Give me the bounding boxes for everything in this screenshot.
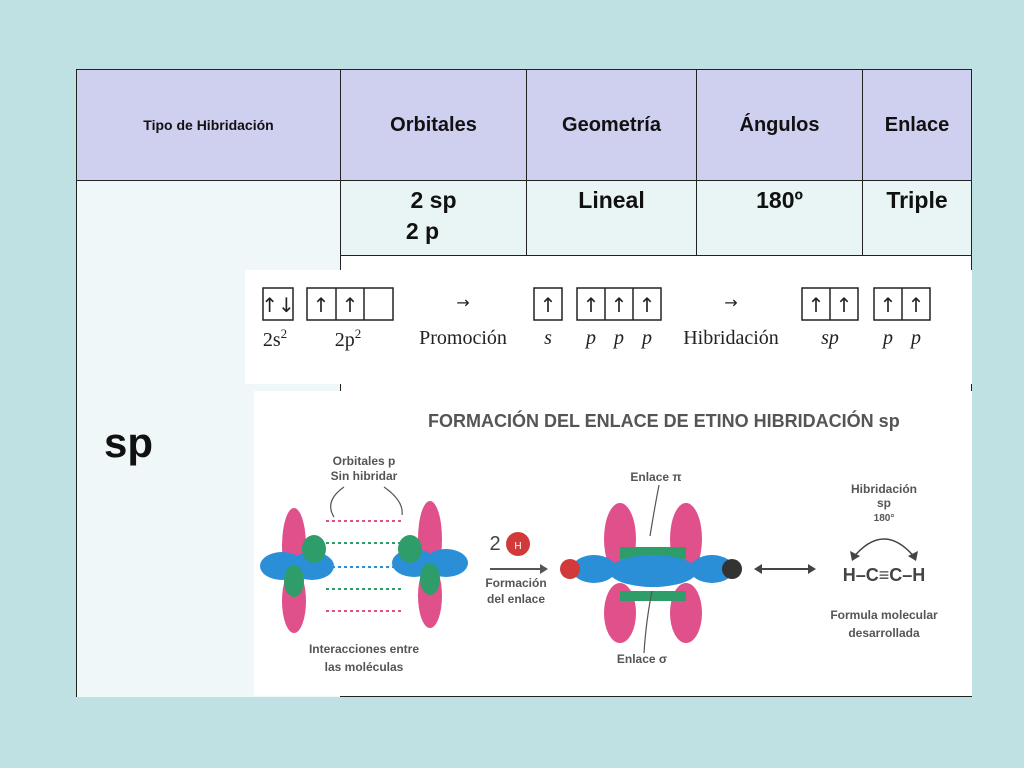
svg-text:Interacciones entre: Interacciones entre <box>309 642 419 656</box>
promotion-label: Promoción <box>419 327 507 349</box>
structural-formula: H–C≡C–H <box>843 565 926 585</box>
angulos-cell: 180º <box>697 181 863 256</box>
header-orbitales: Orbitales <box>341 70 527 181</box>
enlace-cell: Triple <box>863 181 971 256</box>
up-arrow-icon: ↑ <box>808 293 825 317</box>
svg-text:p: p <box>881 327 893 349</box>
orbitales-cell: 2 sp 2 p <box>341 181 527 256</box>
hydrogen-atom-icon <box>722 559 742 579</box>
hybridization-step-label: Hibridación <box>683 327 779 349</box>
up-arrow-icon: ↑ <box>313 293 330 317</box>
ethyne-molecule <box>560 503 742 643</box>
svg-text:Enlace σ: Enlace σ <box>617 652 667 666</box>
svg-text:Enlace π: Enlace π <box>630 470 681 484</box>
orbitales-line-1: 2 sp <box>410 187 457 213</box>
up-arrow-icon: ↑ <box>611 293 628 317</box>
ethyne-formation-diagram: FORMACIÓN DEL ENLACE DE ETINO HIBRIDACIÓ… <box>254 391 972 696</box>
up-arrow-icon: ↑ <box>639 293 656 317</box>
svg-text:del enlace: del enlace <box>487 592 545 606</box>
hydrogen-atom-icon <box>506 532 530 556</box>
svg-text:Hibridación: Hibridación <box>851 482 917 496</box>
svg-text:2s2: 2s2 <box>263 326 287 351</box>
svg-text:p: p <box>612 327 624 349</box>
svg-text:p: p <box>584 327 596 349</box>
svg-text:Formula molecular: Formula molecular <box>830 608 938 622</box>
double-arrow-left-icon <box>754 564 762 574</box>
up-arrow-icon: ↑ <box>540 293 557 317</box>
geometria-cell: Lineal <box>527 181 697 256</box>
up-arrow-icon: ↑ <box>836 293 853 317</box>
hybridization-type-label: sp <box>104 419 154 466</box>
right-arrow-icon <box>540 564 548 574</box>
svg-text:Orbitales p: Orbitales p <box>333 454 396 468</box>
hydrogen-atom-icon <box>560 559 580 579</box>
svg-text:H: H <box>514 541 521 552</box>
orbitales-line-2: 2 p <box>405 218 440 244</box>
svg-text:las moléculas: las moléculas <box>325 660 404 674</box>
svg-text:desarrollada: desarrollada <box>848 626 920 640</box>
up-arrow-icon: ↑ <box>880 293 897 317</box>
header-enlace: Enlace <box>863 70 971 181</box>
svg-text:180°: 180° <box>874 513 895 524</box>
right-carbon-orbitals <box>392 501 468 628</box>
header-angulos: Ángulos <box>697 70 863 181</box>
svg-text:Sin hibridar: Sin hibridar <box>331 469 398 483</box>
header-tipo: Tipo de Hibridación <box>77 70 341 181</box>
svg-text:p: p <box>640 327 652 349</box>
electron-configuration-diagram: ↑↓ ↑ ↑ ↑ ↑ ↑ ↑ ↑ ↑ ↑ ↑ → → 2s2 2p2 Promo… <box>245 270 972 384</box>
svg-text:s: s <box>544 327 552 349</box>
svg-text:Formación: Formación <box>485 576 546 590</box>
up-arrow-icon: ↑ <box>583 293 600 317</box>
svg-text:p: p <box>909 327 921 349</box>
header-geometria: Geometría <box>527 70 697 181</box>
formation-title: FORMACIÓN DEL ENLACE DE ETINO HIBRIDACIÓ… <box>428 410 900 431</box>
double-arrow-right-icon <box>808 564 816 574</box>
svg-text:2p2: 2p2 <box>335 326 362 351</box>
up-arrow-icon: ↑ <box>342 293 359 317</box>
up-arrow-icon: ↑ <box>908 293 925 317</box>
svg-text:sp: sp <box>821 327 839 349</box>
right-arrow-icon: → <box>724 293 737 312</box>
svg-text:sp: sp <box>877 496 891 510</box>
left-carbon-orbitals <box>260 508 334 633</box>
svg-text:2: 2 <box>489 533 500 555</box>
up-down-arrow-icon: ↑↓ <box>261 293 295 317</box>
right-arrow-icon: → <box>456 293 469 312</box>
